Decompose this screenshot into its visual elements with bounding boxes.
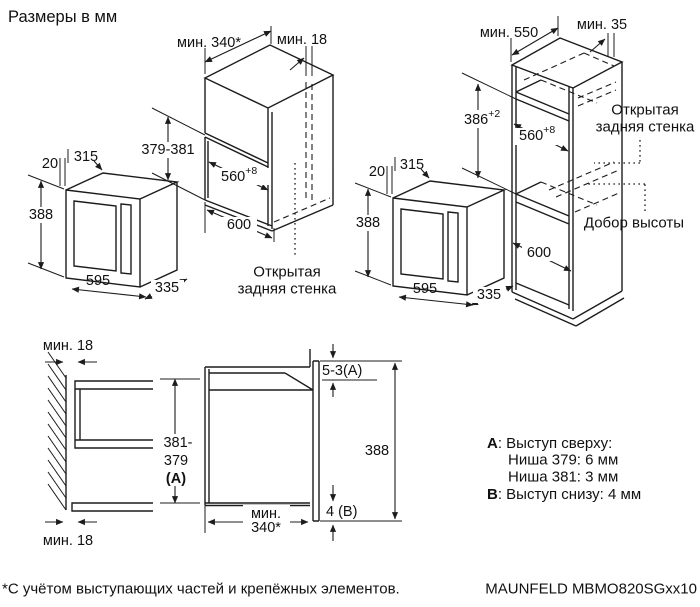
dim-min-depth [511, 27, 559, 56]
niche-height-label-line-3: (A) [166, 471, 186, 487]
niche-width-value: 560 [221, 169, 245, 185]
wall-section-drawing: мин. 18 мин. 18 381- 379 (A) [43, 338, 200, 549]
bottom-protrusion-label: 4 (B) [326, 504, 357, 520]
note-a-line-3: Ниша 381: 3 мм [508, 469, 618, 486]
niche-width-tolerance: +8 [245, 165, 257, 177]
niche-height-value: 386 [464, 112, 488, 128]
tall-cabinet-extension-lines [461, 16, 615, 195]
label-backing [217, 168, 271, 185]
label-backing [157, 434, 199, 486]
dim-width [398, 294, 474, 308]
wall-cabinet-min-depth-label: мин. 340* [177, 35, 241, 51]
note-a-line-2: Ниша 379: 6 мм [508, 452, 618, 469]
microwave-outline [65, 172, 180, 288]
label-backing [243, 505, 290, 535]
tall-cabinet-height-spacer-label: Добор высоты [584, 215, 684, 232]
niche-height-label-line-2: 379 [164, 453, 188, 469]
niche-width-value: 560 [519, 128, 543, 144]
microwave-width-label: 595 [413, 281, 437, 297]
niche-height-label-line-1: 381- [163, 435, 192, 451]
label-backing [142, 142, 196, 158]
footnote: *С учётом выступающих частей и крепёжных… [2, 581, 400, 598]
side-view-extension-lines [204, 360, 402, 533]
tall-cabinet-open-back-dashes [523, 52, 620, 213]
tall-cabinet-niche-width-label: 560+8 [519, 124, 555, 144]
microwave-body-depth-label: 315 [74, 149, 98, 165]
leader-dotted-lines [586, 140, 646, 211]
wall-section-extension-lines [160, 378, 200, 504]
microwave-depth-label: 335 [477, 287, 501, 303]
min-depth-label-line-2: 340* [251, 520, 281, 536]
wall-gap-top-label: мин. 18 [43, 338, 93, 354]
dim-body-depth-arrow [420, 168, 430, 179]
microwave-front-depth-label: 20 [369, 164, 385, 180]
niche-side-view-outline [204, 349, 320, 522]
wall-gap-bottom-label: мин. 18 [43, 533, 93, 549]
tall-cabinet-open-back-label-1: Открытая [611, 102, 678, 119]
note-b-key: B [487, 486, 498, 503]
wall-cabinet-drawing: мин. 340* мин. 18 379-381 560+8 600 Откр… [141, 26, 337, 298]
model-name: MAUNFELD MBMO820SGxx10 [485, 581, 697, 598]
wall-cabinet-side-gap-label: мин. 18 [277, 32, 327, 48]
label-backing [515, 128, 568, 145]
label-backing [460, 110, 510, 128]
wall-cabinet-outline [203, 44, 335, 232]
wall-cabinet-niche-width-label: 560+8 [221, 165, 257, 185]
wall-hatching [47, 351, 67, 511]
door-height-label: 388 [365, 443, 389, 459]
page-title: Размеры в мм [8, 8, 117, 26]
label-backing [522, 245, 557, 261]
wall-cabinet-width-label: 600 [227, 217, 251, 233]
dim-min-depth [204, 30, 272, 63]
note-b-text: : Выступ снизу: 4 мм [498, 486, 641, 503]
tall-cabinet-width-label: 600 [527, 245, 551, 261]
top-protrusion-label: 5-3(A) [322, 363, 362, 379]
wall-cabinet-open-back-dashes [273, 82, 331, 223]
wall-cabinet-open-back-label-1: Открытая [253, 264, 320, 281]
note-b-line: B: Выступ снизу: 4 мм [487, 486, 641, 503]
microwave-front-depth-label: 20 [42, 156, 58, 172]
tall-cabinet-side-gap-label: мин. 35 [577, 17, 627, 33]
niche-width-tolerance: +8 [543, 124, 555, 136]
note-a-line: A: Выступ сверху: [487, 435, 612, 452]
wall-cabinet-niche-height-label: 379-381 [141, 142, 194, 158]
microwave-depth-label: 335 [155, 280, 179, 296]
tall-cabinet-drawing: мин. 550 мин. 35 386+2 560+8 600 Открыта… [460, 16, 695, 327]
microwave-height-label: 388 [29, 207, 53, 223]
dim-body-depth-arrow [93, 160, 103, 171]
niche-height-tolerance: +2 [488, 108, 500, 120]
microwave-extension-lines [354, 157, 396, 286]
microwave-center-drawing: 20 315 388 595 335 [353, 157, 514, 308]
niche-side-view-drawing: 5-3(A) 388 4 (B) мин. 340* [204, 344, 402, 541]
min-depth-label-line-1: мин. [251, 506, 281, 522]
microwave-width-label: 595 [86, 273, 110, 289]
microwave-height-label: 388 [356, 215, 380, 231]
label-backing [26, 207, 57, 223]
microwave-extension-lines [27, 149, 69, 278]
note-a-text: : Выступ сверху: [498, 435, 612, 452]
microwave-outline [392, 180, 507, 296]
label-backing [151, 280, 184, 296]
notes-block: A: Выступ сверху: Ниша 379: 6 мм Ниша 38… [487, 435, 641, 503]
tall-cabinet-open-back-label-2: задняя стенка [596, 119, 695, 136]
tall-cabinet-min-depth-label: мин. 550 [480, 25, 538, 41]
wall-section-outline [65, 375, 153, 512]
note-a-key: A [487, 435, 498, 452]
dim-width [71, 286, 147, 300]
label-backing [353, 215, 384, 231]
microwave-left-drawing: 20 315 388 595 335 [26, 149, 188, 300]
wall-cabinet-extension-lines [151, 26, 313, 242]
label-backing [473, 287, 506, 303]
dim-side-gap-arrow [589, 38, 606, 53]
label-backing [221, 217, 257, 233]
tall-cabinet-outline [510, 37, 625, 327]
dim-side-gap-arrow [289, 57, 305, 71]
tall-cabinet-niche-height-label: 386+2 [464, 108, 500, 128]
wall-cabinet-open-back-label-2: задняя стенка [238, 281, 337, 298]
microwave-body-depth-label: 315 [400, 157, 424, 173]
